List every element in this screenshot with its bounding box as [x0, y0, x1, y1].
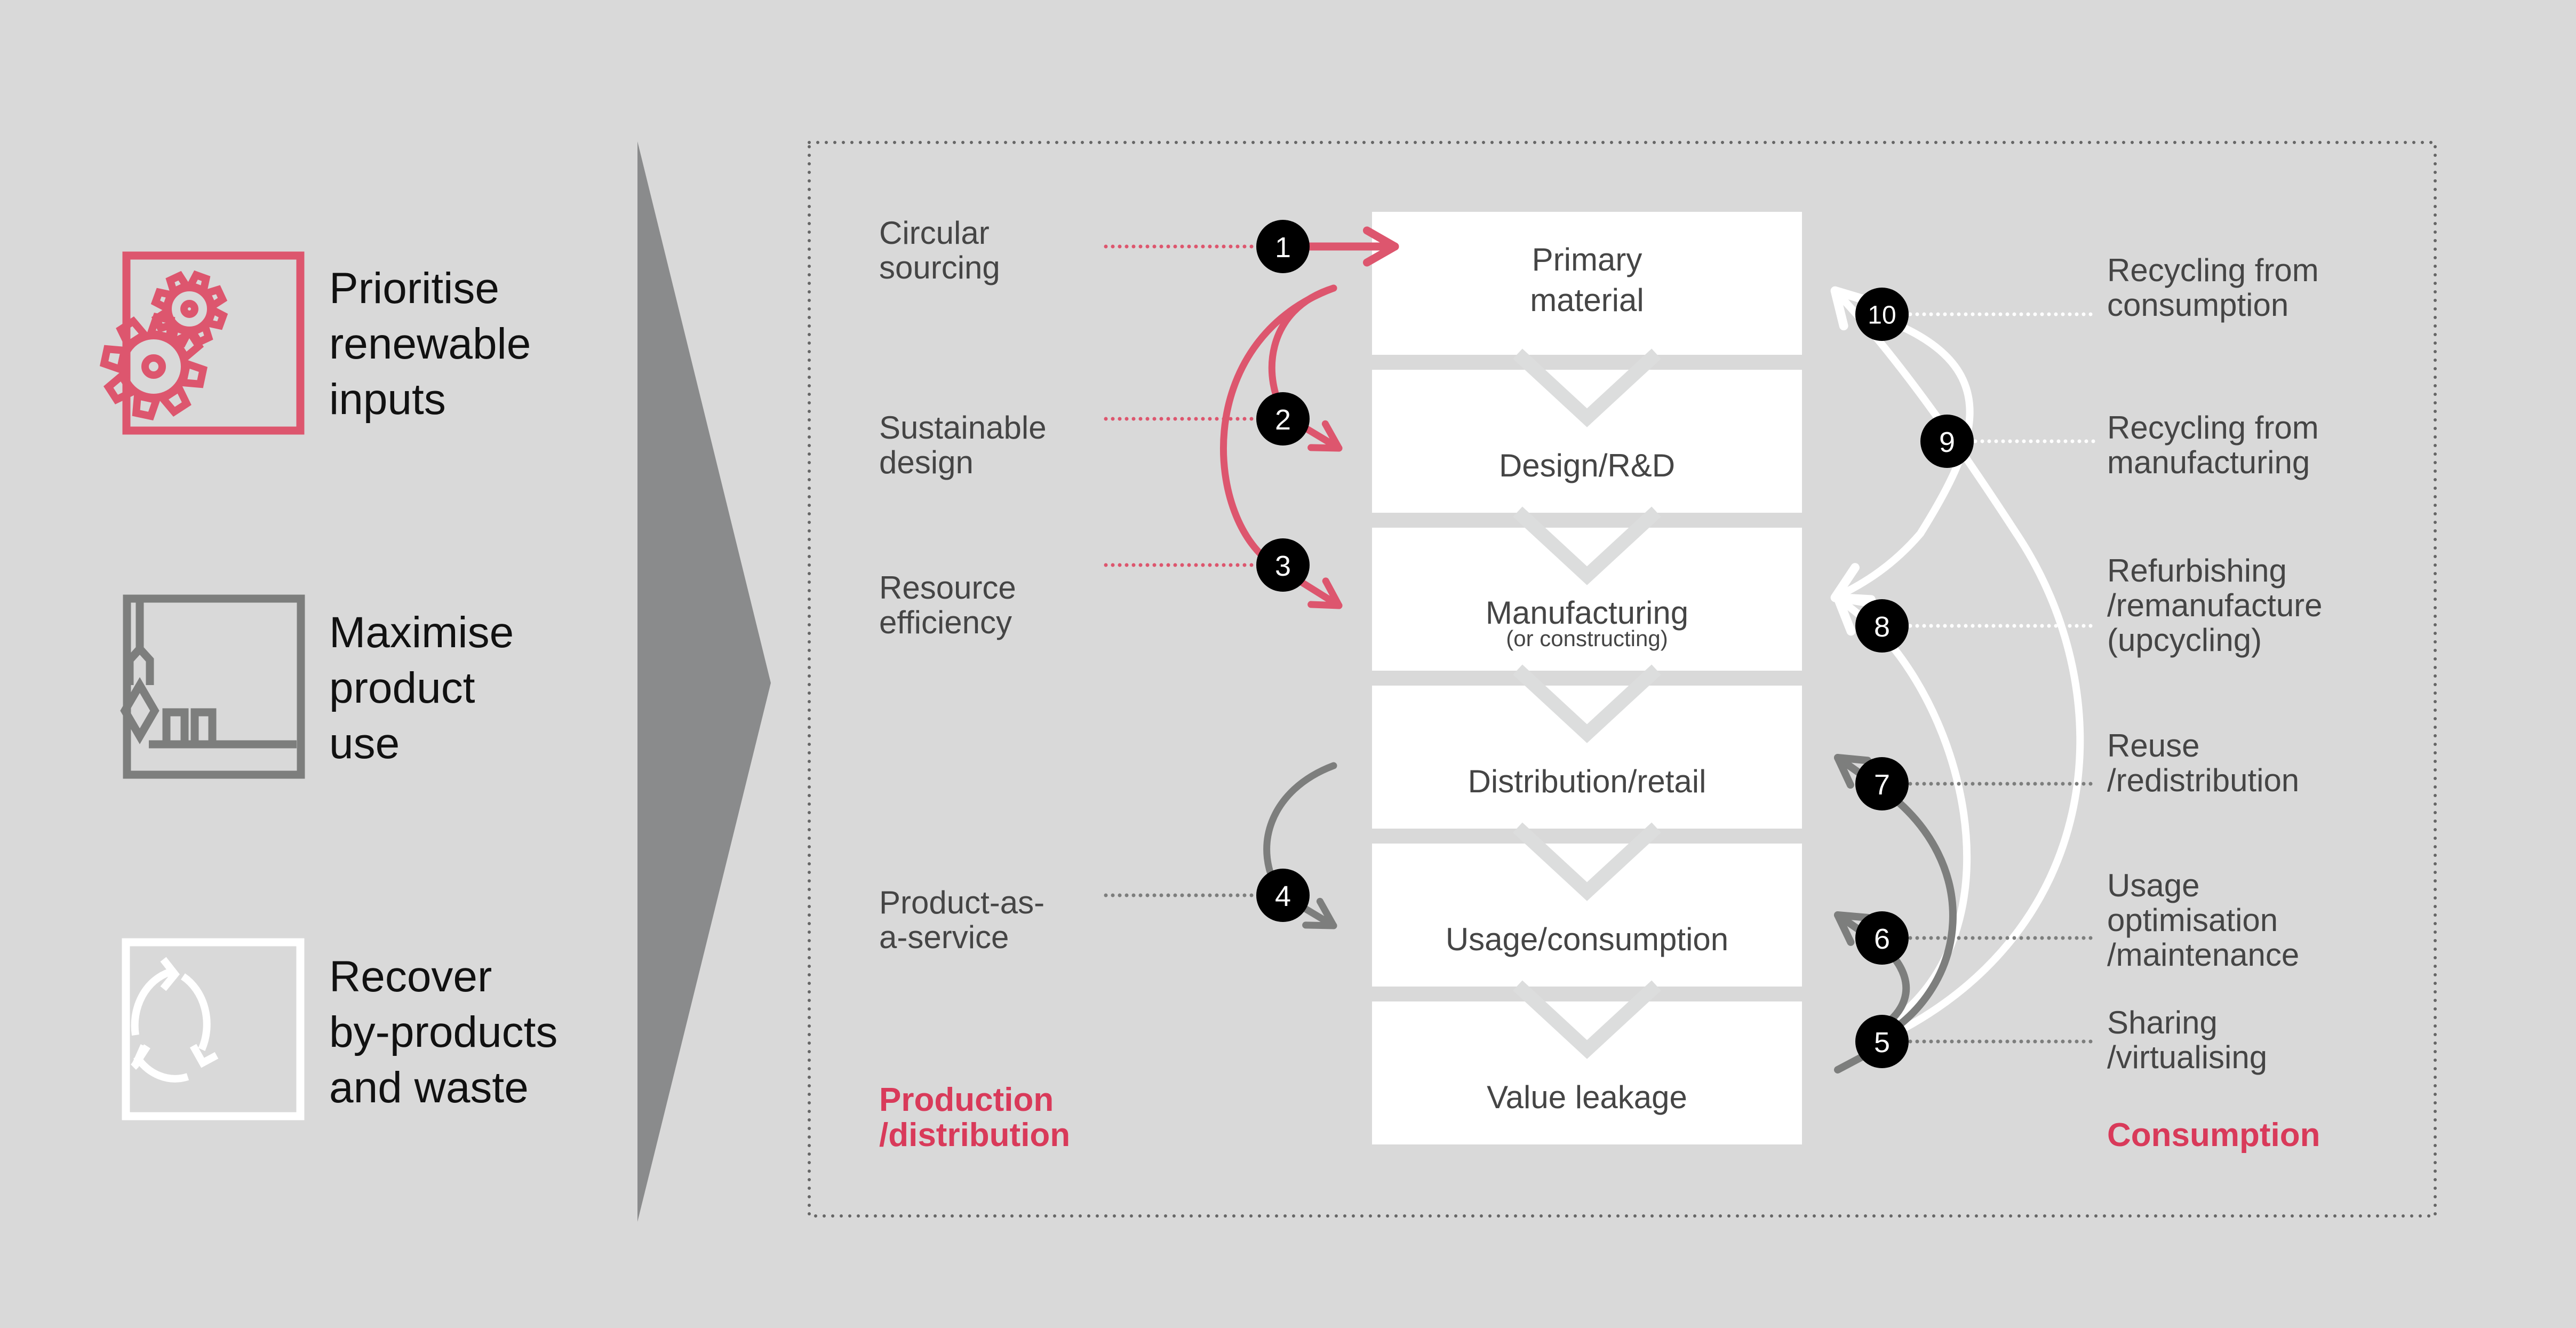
badge-circle — [1855, 288, 1909, 341]
strategy-label-sharing: Sharing /virtualising — [2107, 1005, 2267, 1075]
strategy-label-usage-optimisation: Usage optimisation /maintenance — [2107, 868, 2299, 973]
badge-number: 4 — [1275, 880, 1291, 912]
badge-circle — [1855, 1015, 1909, 1068]
badge-number: 6 — [1874, 923, 1890, 955]
stage-label: Design/R&D — [1499, 448, 1675, 483]
stage-box-bg — [1372, 528, 1802, 671]
stage-chevron — [1513, 348, 1661, 427]
badge-circle — [1920, 415, 1974, 468]
step-badge-8: 8 — [1855, 599, 1909, 653]
strategy-label-recycling-from-consumption: Recycling from consumption — [2107, 252, 2327, 323]
principle-icon-frame — [122, 938, 305, 1120]
stage-box: Usage/consumption — [1372, 822, 1802, 987]
badges: 1 2 3 4 10 9 8 7 6 5 — [1256, 220, 1974, 1068]
step-badge-10: 10 — [1855, 288, 1909, 341]
arrow-7 — [1834, 754, 1957, 1041]
stage-label: Distribution/retail — [1468, 764, 1706, 799]
step-badge-1: 1 — [1256, 220, 1310, 273]
stage-box-bg — [1372, 844, 1802, 987]
stage-box: Design/R&D — [1372, 348, 1802, 513]
badge-circle — [1855, 911, 1909, 965]
left-strategies: Circular sourcing Sustainable design Res… — [879, 215, 1070, 1154]
section-label-production: Production /distribution — [879, 1082, 1070, 1154]
badge-number: 1 — [1275, 232, 1291, 264]
badge-number: 10 — [1868, 301, 1896, 330]
badge-circle — [1256, 538, 1310, 592]
stage-chevron — [1513, 506, 1661, 585]
badge-circle — [1855, 757, 1909, 810]
badge-number: 7 — [1874, 769, 1890, 801]
section-label-consumption: Consumption — [2107, 1117, 2320, 1154]
stage-label: Value leakage — [1487, 1079, 1687, 1115]
step-badge-7: 7 — [1855, 757, 1909, 810]
principle-prioritise-renewable-inputs: Prioritise renewable inputs — [99, 251, 543, 435]
stage-box-bg — [1372, 212, 1802, 355]
arrow-3 — [1220, 284, 1343, 609]
step-badge-5: 5 — [1855, 1015, 1909, 1068]
principle-label: Maximise product use — [329, 608, 526, 768]
stage-box: Distribution/retail — [1372, 664, 1802, 829]
left-connectors — [1104, 244, 1266, 897]
badge-number: 3 — [1275, 550, 1291, 582]
arrow-8 — [1833, 593, 1971, 1033]
stage-chevron — [1513, 980, 1661, 1059]
right-connectors — [1901, 312, 2099, 1044]
right-arrows — [1830, 286, 2084, 1073]
strategy-label-product-as-a-service: Product-as- a-service — [879, 885, 1054, 955]
step-badge-9: 9 — [1920, 415, 1974, 468]
principle-label: Prioritise renewable inputs — [329, 264, 543, 424]
badge-circle — [1855, 599, 1909, 653]
stage-box: Value leakage — [1372, 980, 1802, 1144]
stage-chevron — [1513, 822, 1661, 901]
stage-box-bg — [1372, 1001, 1802, 1144]
badge-circle — [1256, 220, 1310, 273]
stage-label: Usage/consumption — [1446, 921, 1728, 957]
right-strategies: Recycling from consumption Recycling fro… — [2107, 252, 2331, 1154]
badge-number: 9 — [1939, 426, 1955, 458]
step-badge-3: 3 — [1256, 538, 1310, 592]
strategy-label-refurbishing: Refurbishing /remanufacture (upcycling) — [2107, 553, 2331, 658]
gears-icon — [99, 270, 228, 421]
stage-label: Manufacturing — [1486, 595, 1688, 631]
badge-circle — [1256, 869, 1310, 922]
badge-circle — [1256, 392, 1310, 446]
arrow-10 — [1830, 286, 2084, 1044]
arrow-9 — [1830, 322, 1974, 605]
left-arrows — [1220, 226, 1399, 929]
strategy-label-reuse: Reuse /redistribution — [2107, 728, 2299, 798]
stage-box-bg — [1372, 370, 1802, 513]
stage-sublabel: (or constructing) — [1506, 626, 1668, 651]
step-badge-6: 6 — [1855, 911, 1909, 965]
principle-maximise-product-use: Maximise product use — [120, 594, 526, 779]
step-badge-4: 4 — [1256, 869, 1310, 922]
stage-box: Manufacturing(or constructing) — [1372, 506, 1802, 671]
flow-triangle — [637, 141, 771, 1222]
strategy-label-circular-sourcing: Circular sourcing — [879, 215, 1000, 285]
step-badge-2: 2 — [1256, 392, 1310, 446]
stage-chevron — [1513, 664, 1661, 743]
recycle-icon — [131, 957, 219, 1083]
strategy-label-resource-efficiency: Resource efficiency — [879, 570, 1025, 640]
badge-number: 5 — [1874, 1027, 1890, 1059]
principle-label: Recover by-products and waste — [329, 952, 570, 1112]
strategy-label-recycling-from-manufacturing: Recycling from manufacturing — [2107, 410, 2327, 480]
principle-icon-frame — [123, 594, 305, 779]
stage-box-bg — [1372, 686, 1802, 829]
badge-number: 2 — [1275, 404, 1291, 436]
principle-recover-by-products: Recover by-products and waste — [122, 938, 570, 1120]
robot-arm-icon — [120, 600, 297, 749]
badge-number: 8 — [1874, 611, 1890, 643]
strategy-label-sustainable-design: Sustainable design — [879, 410, 1055, 480]
